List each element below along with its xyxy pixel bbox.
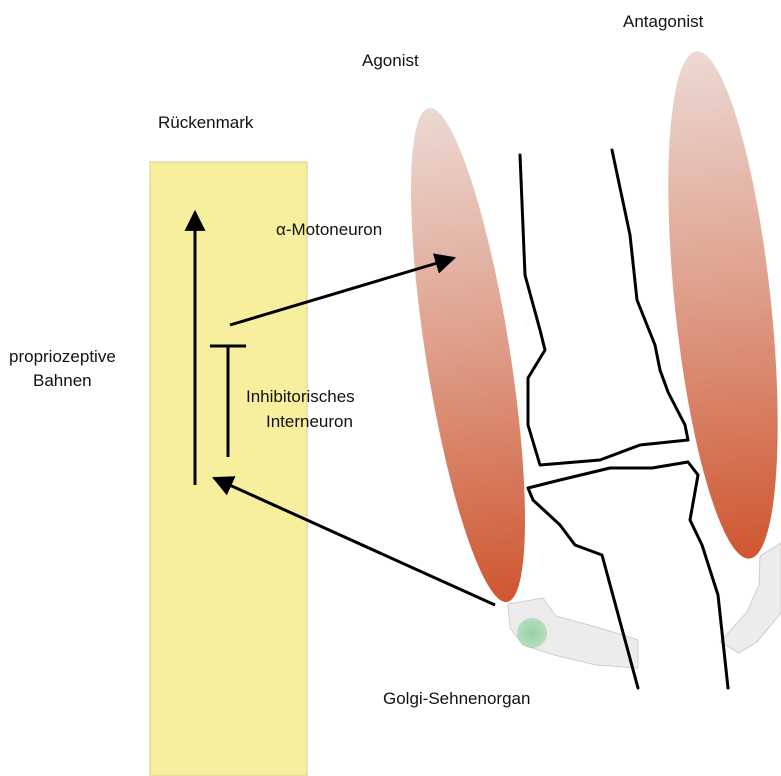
antagonist-tendon xyxy=(720,543,781,653)
proprioceptive-label-line1: propriozeptive xyxy=(9,347,116,366)
antagonist-label: Antagonist xyxy=(623,12,704,31)
interneuron-label-line1: Inhibitorisches xyxy=(246,387,355,406)
agonist-muscle xyxy=(387,102,548,609)
golgi-label: Golgi-Sehnenorgan xyxy=(383,689,530,708)
interneuron-label-line2: Interneuron xyxy=(266,412,353,431)
proprioceptive-label-line2: Bahnen xyxy=(33,371,92,390)
femur-outline xyxy=(520,150,688,465)
agonist-label: Agonist xyxy=(362,51,419,70)
motoneuron-label: α-Motoneuron xyxy=(276,220,382,239)
spinal-cord-label: Rückenmark xyxy=(158,113,254,132)
antagonist-muscle xyxy=(649,46,781,563)
golgi-tendon-organ xyxy=(517,618,547,648)
spinal-cord-rect xyxy=(150,162,307,776)
